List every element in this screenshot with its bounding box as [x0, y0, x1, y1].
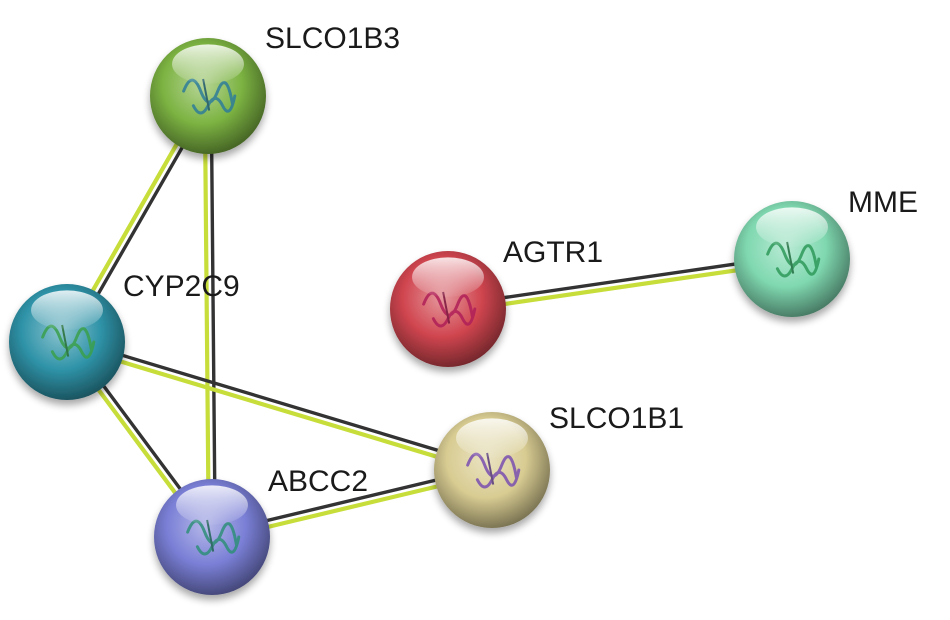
- node-highlight: [176, 485, 248, 525]
- node-agtr1[interactable]: [390, 251, 506, 367]
- edge-line-evidence-a: [63, 342, 494, 476]
- edge-line-evidence-b: [209, 94, 217, 539]
- edge-line-evidence-a: [446, 260, 795, 315]
- edge-cyp2c9-slco1b1[interactable]: [63, 337, 495, 476]
- node-label-mme: MME: [848, 186, 918, 219]
- edge-line-evidence-b: [445, 254, 794, 308]
- node-mme[interactable]: [734, 201, 850, 317]
- node-highlight: [756, 207, 828, 247]
- node-label-agtr1: AGTR1: [503, 236, 603, 269]
- node-label-cyp2c9: CYP2C9: [123, 270, 240, 303]
- edge-line-evidence-a: [202, 93, 211, 540]
- node-highlight: [31, 290, 103, 330]
- nodes-layer: [9, 38, 850, 595]
- node-label-slco1b3: SLCO1B3: [265, 22, 400, 55]
- node-label-abcc2: ABCC2: [268, 465, 368, 498]
- node-abcc2[interactable]: [154, 479, 270, 595]
- node-cyp2c9[interactable]: [9, 284, 125, 400]
- node-label-slco1b1: SLCO1B1: [549, 402, 684, 435]
- node-slco1b1[interactable]: [434, 412, 550, 528]
- node-highlight: [172, 44, 244, 84]
- node-highlight: [412, 257, 484, 297]
- node-highlight: [456, 418, 528, 458]
- edge-slco1b3-abcc2[interactable]: [202, 93, 217, 540]
- edge-agtr1-mme[interactable]: [445, 254, 795, 315]
- node-slco1b3[interactable]: [150, 38, 266, 154]
- edge-line-evidence-b: [66, 337, 495, 469]
